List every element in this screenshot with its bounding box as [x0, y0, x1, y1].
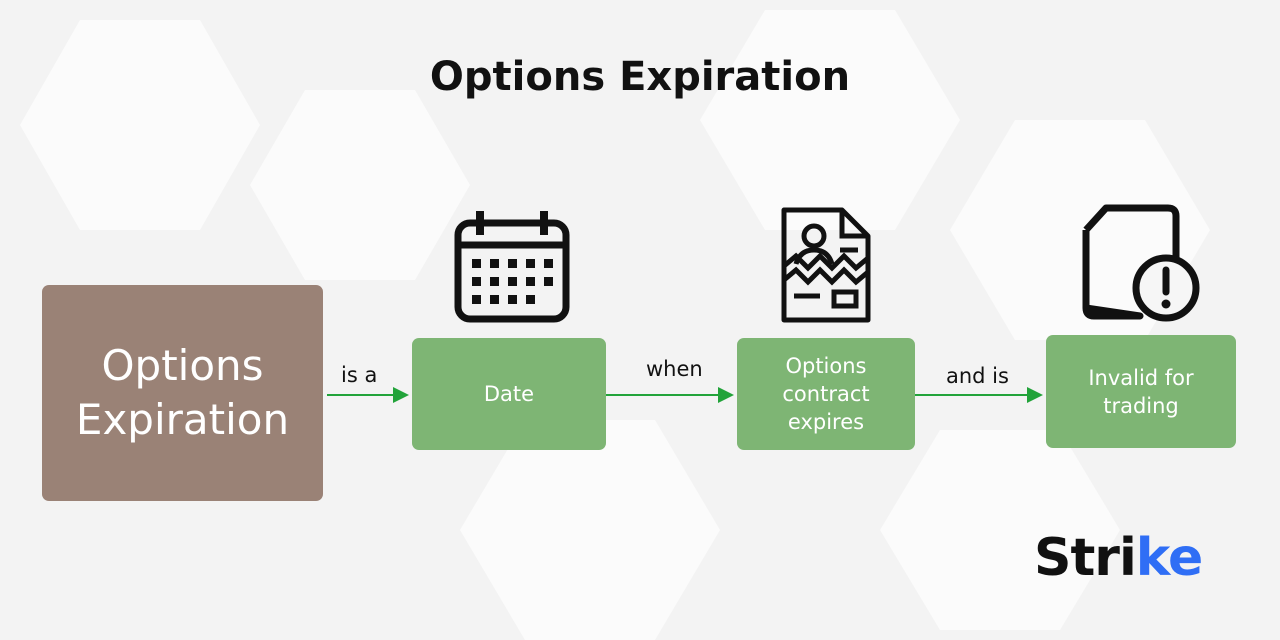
step-box-label-line: expires	[787, 410, 865, 434]
step-box-label-line: Options	[785, 354, 867, 378]
step-box-contract-expires: Options contract expires	[737, 338, 915, 450]
step-box-date: Date	[412, 338, 606, 450]
bg-hexagon	[460, 420, 720, 640]
step-box-label: Date	[483, 382, 535, 406]
connector-label-is-a: is a	[341, 363, 378, 387]
connector-label-and-is: and is	[946, 364, 1009, 388]
step-box-label-line: trading	[1103, 393, 1179, 418]
main-box-line1: Options	[101, 341, 264, 390]
arrow-when	[606, 387, 734, 403]
file-warning-icon	[1082, 204, 1200, 322]
torn-document-icon	[781, 207, 871, 323]
step-box-label-line: contract	[782, 382, 870, 406]
bg-hexagon	[250, 90, 470, 280]
logo-prefix: Stri	[1034, 528, 1137, 588]
strike-logo: Strike	[1034, 528, 1203, 588]
arrow-is-a	[327, 387, 409, 403]
arrow-and-is	[915, 387, 1043, 403]
bg-hexagon	[700, 10, 960, 230]
calendar-icon	[454, 211, 570, 323]
step-box-label-line: Invalid for	[1088, 365, 1194, 390]
page-title: Options Expiration	[429, 54, 851, 100]
main-box-line2: Expiration	[75, 395, 290, 444]
connector-label-when: when	[646, 357, 703, 381]
step-box-invalid-for-trading: Invalid for trading	[1046, 335, 1236, 448]
bg-hexagon	[20, 20, 260, 230]
main-concept-box: Options Expiration	[42, 285, 323, 501]
logo-accent: ke	[1135, 528, 1203, 588]
